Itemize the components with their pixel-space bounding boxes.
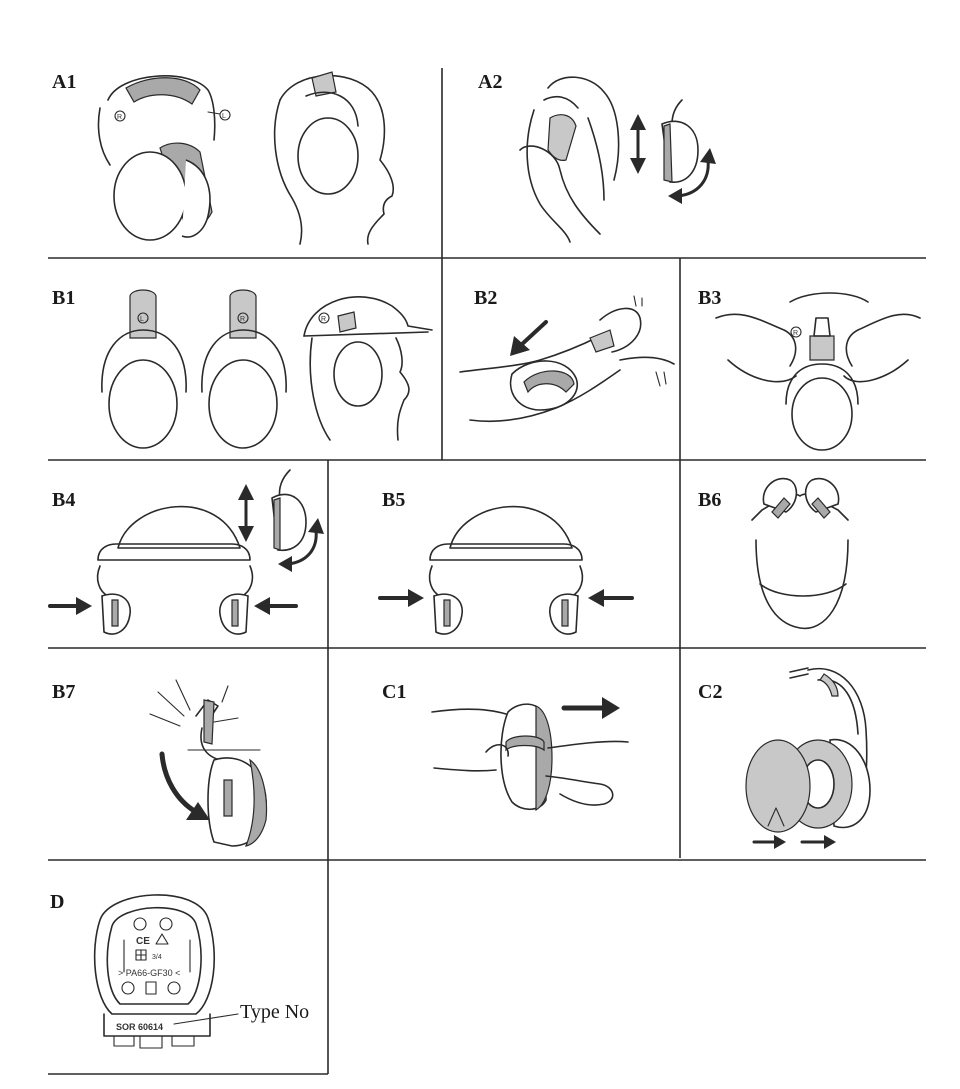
panel-label-b1: B1 [52,287,75,309]
illustration-b1-helmet-versions: L R R [101,289,433,449]
click-arrow-icon [159,751,210,820]
panel-label-a1: A1 [52,71,76,93]
illustration-b3-secure-slot: R [715,292,921,451]
press-left-arrow-icon-b5 [588,589,634,607]
panel-label-b3: B3 [698,287,721,309]
slide-arrow-icon-1 [752,835,786,849]
size-mark: 3/4 [152,954,162,961]
press-right-arrow-icon-b5 [378,589,424,607]
right-marker-b3: R [793,330,798,337]
push-arrow-icon [510,320,548,356]
left-marker-a1: L [222,113,226,120]
up-down-arrow-icon-b4 [238,484,254,542]
slide-arrow-icon-2 [800,835,836,849]
right-marker-a1: R [117,114,122,121]
material-mark: > PA66-GF30 < [118,968,180,978]
right-marker-b1: R [240,316,245,323]
illustration-c1-remove-cushion [431,697,629,812]
panel-label-d: D [50,891,64,913]
illustration-a2-height-adjust [519,76,716,243]
illustration-d-type-label: CE 3/4 > PA66-GF30 < SOR 60614 Type No [93,894,309,1049]
illustration-b7-click-into-place [149,679,268,847]
illustration-c2-replace-cushion [745,667,871,849]
press-right-arrow-icon [48,597,92,615]
rotate-arrow-icon-b4 [278,518,324,572]
up-down-arrow-icon [630,114,646,174]
panel-label-b6: B6 [698,489,721,511]
illustration-b4-adjust-on-helmet [48,469,324,635]
right-marker-b1-helmet: R [321,316,326,323]
rotate-arrow-icon [668,148,716,204]
ce-mark: CE [136,936,150,947]
illustration-a1-headband-fitting: R L [97,71,395,245]
pull-right-arrow-icon [561,697,620,719]
type-no-caption: Type No [240,1001,309,1023]
illustration-b6-parking-position [751,477,849,630]
panel-label-c1: C1 [382,681,406,703]
press-left-arrow-icon [254,597,298,615]
recycle-icon [155,933,169,945]
panel-label-b5: B5 [382,489,405,511]
left-marker-b1: L [140,316,144,323]
panel-grid [48,68,926,1075]
type-code: SOR 60614 [116,1022,163,1032]
panel-label-b2: B2 [474,287,497,309]
illustration-b2-attach-to-helmet [459,295,675,423]
panel-label-c2: C2 [698,681,722,703]
panel-label-b7: B7 [52,681,75,703]
illustration-b5-work-position [378,505,634,635]
panel-label-b4: B4 [52,489,75,511]
panel-label-a2: A2 [478,71,502,93]
